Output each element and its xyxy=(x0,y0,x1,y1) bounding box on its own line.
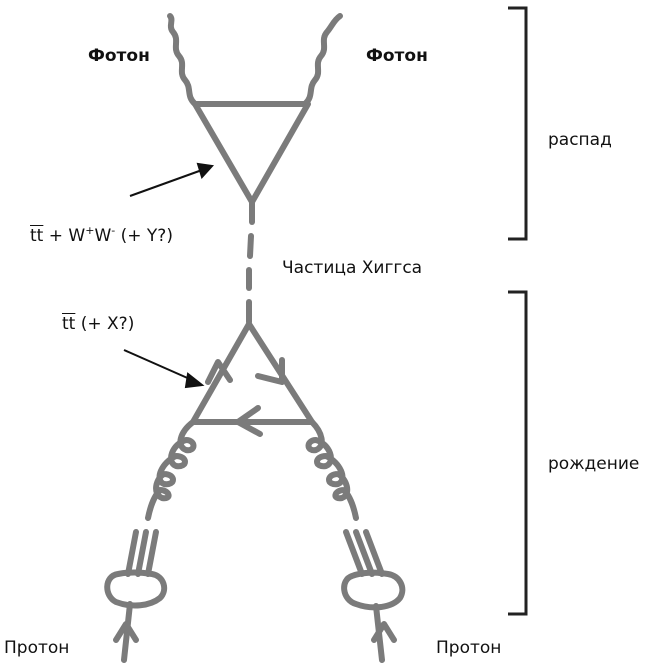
proton-right-label: Протон xyxy=(436,638,502,658)
arrow-right-edge xyxy=(255,357,285,385)
decay-annotation-arrowhead xyxy=(196,162,215,179)
proton-right-quarks xyxy=(343,529,385,577)
gluon-right xyxy=(305,419,359,521)
photon-right-line xyxy=(302,13,343,107)
decay-loop-plus-sup: + xyxy=(85,224,95,237)
decay-bracket xyxy=(508,6,528,241)
production-loop-tt: tt xyxy=(62,314,76,334)
proton-left-quarks xyxy=(125,529,159,577)
proton-left-label: Протон xyxy=(4,638,70,658)
production-annotation-arrow-line xyxy=(123,349,193,381)
decay-loop-w-plus: + W xyxy=(43,226,86,246)
arrow-bottom-edge xyxy=(235,405,263,437)
photon-right-label: Фотон xyxy=(366,46,428,66)
proton-left-arrow xyxy=(113,621,139,643)
production-label: рождение xyxy=(548,454,640,474)
arrow-left-edge xyxy=(205,359,233,385)
higgs-label: Частица Хиггса xyxy=(282,258,423,278)
decay-label: распад xyxy=(548,130,612,150)
proton-right-arrow xyxy=(371,621,397,643)
proton-right-blob xyxy=(341,569,406,611)
decay-loop-minus-sup: - xyxy=(111,224,116,237)
photon-left-label: Фотон xyxy=(88,46,150,66)
gluon-left xyxy=(145,419,197,521)
decay-loop-label: tt + W+W- (+ Y?) xyxy=(30,224,173,246)
production-loop-tail: (+ X?) xyxy=(75,314,135,334)
production-loop-label: tt (+ X?) xyxy=(62,314,134,334)
proton-left-blob xyxy=(104,569,168,609)
decay-loop-tt: tt xyxy=(30,226,44,246)
production-bracket xyxy=(508,290,528,616)
decay-loop-tail: (+ Y?) xyxy=(115,226,173,246)
production-annotation-arrowhead xyxy=(184,372,205,389)
decay-loop-w-minus: W xyxy=(94,226,112,246)
higgs-propagator xyxy=(246,199,255,325)
photon-left-line xyxy=(167,13,198,107)
decay-annotation-arrow-line xyxy=(129,169,203,197)
proton-left-line xyxy=(121,601,133,663)
decay-loop-triangle xyxy=(192,101,311,205)
